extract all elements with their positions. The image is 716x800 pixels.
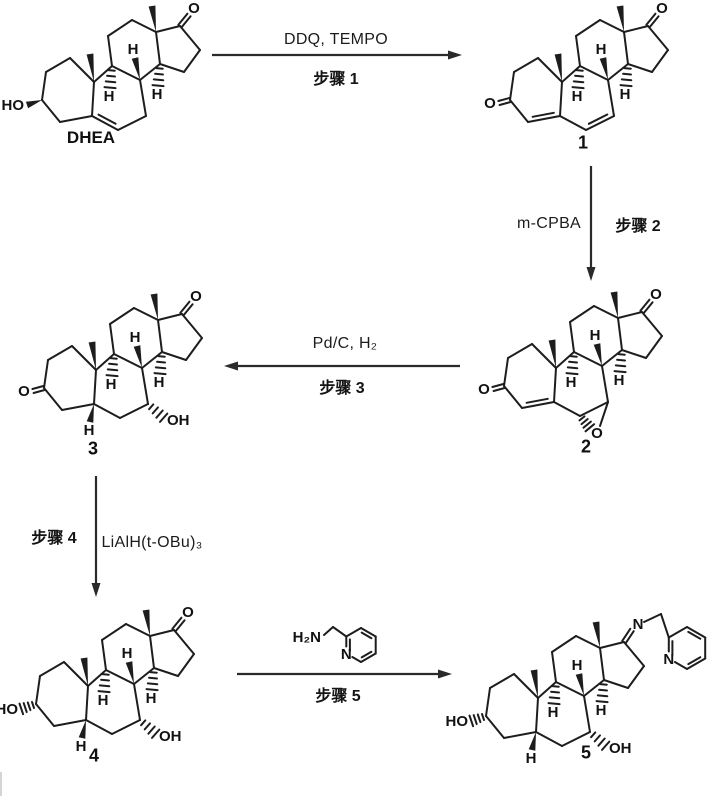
svg-text:HO: HO xyxy=(0,701,18,718)
svg-text:OH: OH xyxy=(167,412,190,429)
compound-label-5: 5 xyxy=(580,742,592,763)
reagent-label-step-2: m-CPBA xyxy=(516,215,582,232)
reagent-label-step-1: DDQ, TEMPO xyxy=(283,31,389,48)
step-label-3: 步骤 3 xyxy=(319,380,365,397)
svg-text:O: O xyxy=(478,381,490,398)
svg-text:HO: HO xyxy=(446,713,469,730)
svg-text:H: H xyxy=(76,738,87,755)
structure-compound-3: H H H H O OH O xyxy=(10,288,222,448)
svg-text:H: H xyxy=(566,374,577,391)
structure-dhea: H H H HO O xyxy=(2,0,220,140)
arrow-step-2 xyxy=(586,166,596,281)
structure-compound-5: H H H H HO OH N N xyxy=(446,574,716,770)
svg-text:H: H xyxy=(572,88,583,105)
svg-text:H: H xyxy=(146,690,157,707)
svg-text:H: H xyxy=(572,657,583,674)
structure-compound-4: H H H H HO OH O xyxy=(0,604,214,764)
svg-text:N: N xyxy=(341,646,352,663)
arrow-step-1 xyxy=(212,50,462,60)
svg-text:H: H xyxy=(152,86,163,103)
svg-text:H: H xyxy=(620,86,631,103)
svg-text:O: O xyxy=(656,0,668,17)
svg-text:H: H xyxy=(104,88,115,105)
svg-text:O: O xyxy=(188,0,200,17)
step-label-4: 步骤 4 xyxy=(31,530,77,547)
svg-text:H: H xyxy=(614,372,625,389)
svg-text:H: H xyxy=(106,376,117,393)
svg-text:OH: OH xyxy=(609,740,632,757)
svg-text:O: O xyxy=(182,604,194,621)
svg-text:H: H xyxy=(154,374,165,391)
svg-text:O: O xyxy=(591,425,603,442)
reagent-label-step-4: LiAlH(t-OBu)₃ xyxy=(101,534,203,551)
svg-text:OH: OH xyxy=(159,728,182,745)
svg-text:HO: HO xyxy=(2,97,25,114)
svg-text:H₂N: H₂N xyxy=(293,629,321,646)
svg-text:H: H xyxy=(596,41,607,58)
svg-text:H: H xyxy=(122,645,133,662)
svg-text:O: O xyxy=(18,383,30,400)
arrow-step-3 xyxy=(224,361,460,371)
svg-text:H: H xyxy=(548,704,559,721)
structure-compound-2: H H H O O O xyxy=(470,286,682,448)
svg-text:O: O xyxy=(190,288,202,305)
svg-text:H: H xyxy=(128,41,139,58)
svg-text:H: H xyxy=(526,750,537,767)
compound-label-4: 4 xyxy=(88,745,100,766)
svg-text:H: H xyxy=(84,422,95,439)
svg-text:H: H xyxy=(98,692,109,709)
step-label-2: 步骤 2 xyxy=(615,218,661,235)
svg-text:O: O xyxy=(484,95,496,112)
arrow-step-4 xyxy=(91,476,101,597)
svg-text:N: N xyxy=(633,616,644,633)
compound-label-1: 1 xyxy=(577,132,589,153)
reagent-label-step-3: Pd/C, H₂ xyxy=(312,335,378,352)
step-label-5: 步骤 5 xyxy=(315,688,361,705)
compound-label-dhea: DHEA xyxy=(66,128,116,147)
step-label-1: 步骤 1 xyxy=(313,71,359,88)
compound-label-2: 2 xyxy=(580,436,592,457)
structure-aminomethylpyridine-reagent: H₂N N xyxy=(285,608,417,670)
structure-compound-1: H H H O O xyxy=(476,0,688,140)
arrow-step-5 xyxy=(237,669,452,679)
svg-text:H: H xyxy=(596,702,607,719)
svg-text:H: H xyxy=(590,327,601,344)
svg-text:O: O xyxy=(650,286,662,303)
scan-artifact-line xyxy=(0,772,2,796)
svg-text:H: H xyxy=(130,329,141,346)
svg-text:N: N xyxy=(663,651,674,668)
compound-label-3: 3 xyxy=(87,438,99,459)
